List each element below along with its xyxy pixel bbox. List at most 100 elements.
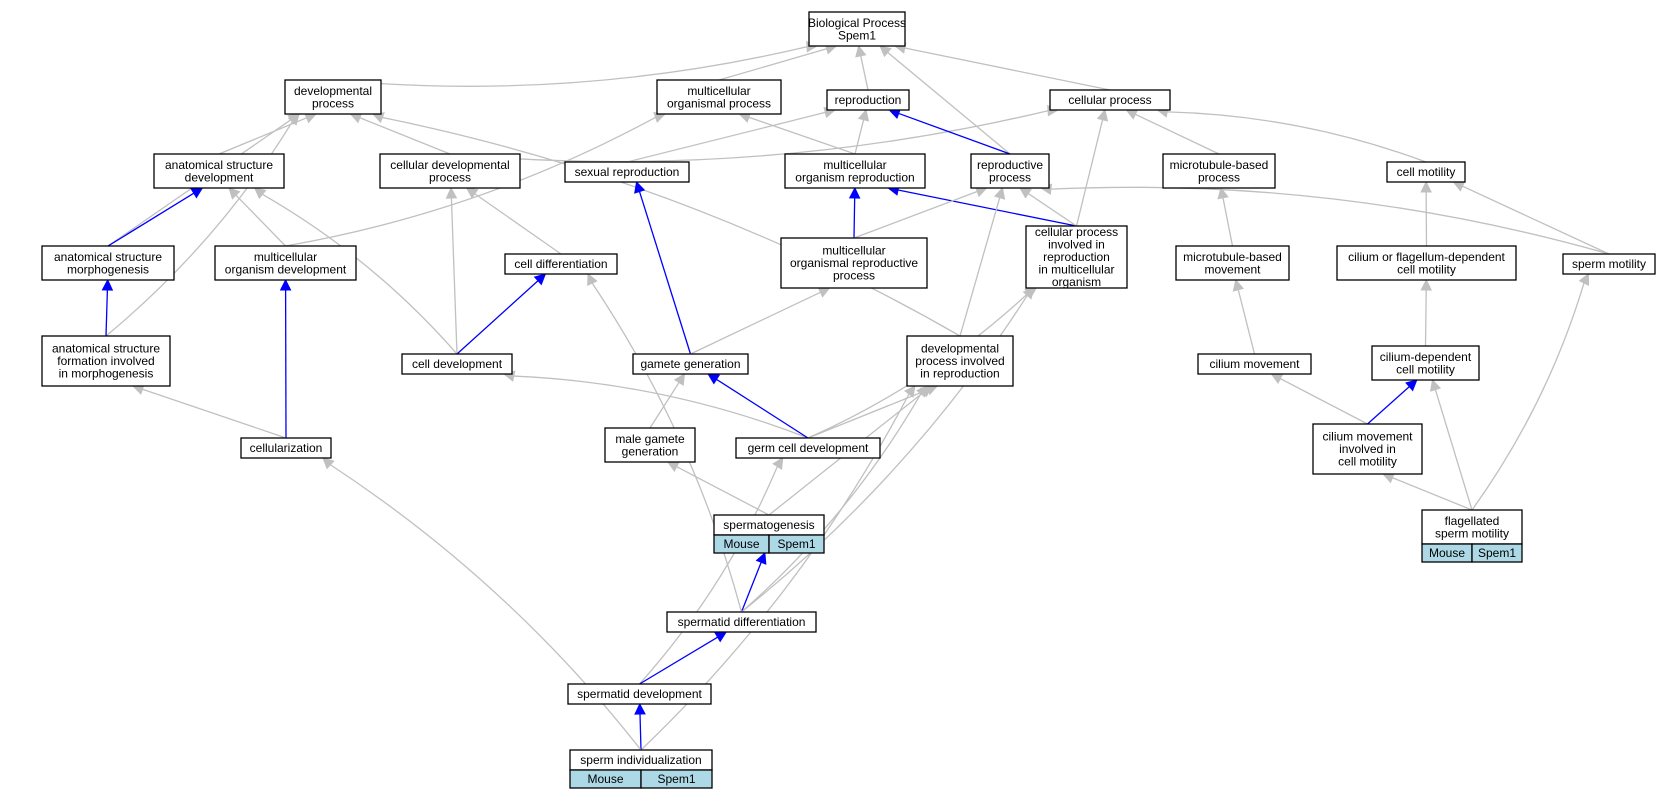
node-label: anatomical structure bbox=[54, 250, 162, 264]
annotation-cell bbox=[768, 534, 825, 554]
node-label: reproduction bbox=[1043, 250, 1110, 264]
node-label: cilium-dependent bbox=[1380, 350, 1472, 364]
edge-sm-cm bbox=[1452, 181, 1610, 255]
edge-cd-cdp bbox=[465, 187, 562, 255]
edge-line bbox=[1135, 113, 1220, 155]
node-label: sperm motility bbox=[1572, 257, 1646, 271]
node-label: cellular process bbox=[1035, 225, 1118, 239]
node-cm: cell motility bbox=[1386, 161, 1466, 183]
node-box bbox=[1049, 89, 1171, 111]
node-cell: cellularization bbox=[240, 437, 332, 459]
edge-arrowhead bbox=[848, 186, 861, 199]
edge-cdev-cdp bbox=[445, 186, 458, 355]
node-label: formation involved bbox=[57, 354, 154, 368]
node-label: male gamete bbox=[615, 432, 685, 446]
edge-sdev-gcd bbox=[639, 457, 784, 685]
node-label: spermatid development bbox=[577, 687, 702, 701]
node-label: multicellular bbox=[822, 244, 885, 258]
edge-gg-morp bbox=[690, 287, 831, 355]
node-label: in multicellular bbox=[1038, 263, 1114, 277]
edge-line bbox=[1424, 289, 1427, 347]
node-box bbox=[153, 153, 285, 189]
edge-si-sdev bbox=[634, 702, 646, 751]
edge-arrowhead bbox=[1217, 186, 1229, 200]
node-box bbox=[1197, 353, 1312, 375]
annotation-cell bbox=[1471, 543, 1523, 563]
edge-line bbox=[1367, 386, 1410, 425]
edges-layer bbox=[101, 40, 1610, 751]
edge-asm-asd bbox=[107, 187, 204, 247]
edge-line bbox=[716, 378, 809, 439]
node-rep: reproduction bbox=[826, 89, 910, 111]
edge-line bbox=[887, 51, 1011, 155]
node-label: sexual reproduction bbox=[575, 165, 680, 179]
edge-line bbox=[959, 197, 1001, 337]
node-cmov: cilium movement bbox=[1197, 353, 1312, 375]
edge-arrowhead bbox=[101, 278, 114, 291]
edge-arrowhead bbox=[904, 385, 916, 398]
node-box bbox=[284, 79, 382, 115]
node-label: multicellular bbox=[254, 250, 317, 264]
edge-line bbox=[649, 382, 680, 429]
edge-line bbox=[1462, 185, 1610, 255]
node-label: Biological Process bbox=[808, 16, 906, 30]
edge-arrowhead bbox=[879, 45, 892, 58]
node-label: process bbox=[429, 170, 471, 184]
node-label: cellular developmental bbox=[390, 158, 509, 172]
edge-arrowhead bbox=[994, 186, 1006, 200]
node-label: movement bbox=[1204, 262, 1261, 276]
node-label: spermatogenesis bbox=[723, 518, 814, 532]
node-box bbox=[808, 11, 906, 47]
edge-line bbox=[904, 47, 1111, 91]
edge-arrowhead bbox=[1405, 379, 1418, 392]
node-box bbox=[780, 237, 928, 289]
edge-mod-asd bbox=[228, 187, 286, 247]
edge-cell-asfm bbox=[131, 383, 287, 439]
edge-sdiff-dpir bbox=[741, 385, 928, 613]
edge-si-cell bbox=[322, 457, 642, 751]
edge-line bbox=[1027, 193, 1077, 227]
edge-mbp-cp bbox=[1125, 109, 1220, 155]
edge-mbm-mbp bbox=[1217, 186, 1234, 247]
node-label: cell motility bbox=[1397, 165, 1456, 179]
edge-line bbox=[513, 375, 809, 439]
node-box bbox=[240, 437, 332, 459]
edge-mor-mop bbox=[738, 111, 856, 155]
node-box bbox=[735, 437, 881, 459]
node-box bbox=[1312, 423, 1423, 475]
node-box bbox=[41, 335, 171, 387]
node-label: organism bbox=[1052, 275, 1101, 289]
annotation-label: Spem1 bbox=[1478, 546, 1516, 560]
edge-cdp-dev bbox=[349, 112, 451, 155]
edge-sg-mgg bbox=[666, 461, 770, 516]
edge-arrowhead bbox=[228, 187, 241, 200]
edge-line bbox=[1167, 111, 1427, 163]
edge-line bbox=[741, 393, 922, 613]
edge-arrowhead bbox=[707, 373, 721, 385]
node-box bbox=[970, 153, 1050, 189]
annotation-label: Mouse bbox=[723, 537, 759, 551]
edge-arrowhead bbox=[190, 187, 204, 199]
node-box bbox=[666, 611, 817, 633]
node-label: reproductive bbox=[977, 158, 1043, 172]
edge-line bbox=[854, 119, 865, 155]
annotation-label: Spem1 bbox=[657, 772, 695, 786]
node-box bbox=[1371, 345, 1480, 381]
node-label: reproduction bbox=[835, 93, 902, 107]
node-label: anatomical structure bbox=[165, 158, 273, 172]
edge-line bbox=[382, 116, 961, 337]
edge-line bbox=[142, 388, 287, 439]
edge-arrowhead bbox=[587, 272, 598, 286]
node-label: cilium movement bbox=[1322, 430, 1413, 444]
node-label: cell differentiation bbox=[514, 257, 607, 271]
node-label: microtubule-based bbox=[1170, 158, 1269, 172]
edge-gcd-dpir bbox=[807, 384, 939, 439]
